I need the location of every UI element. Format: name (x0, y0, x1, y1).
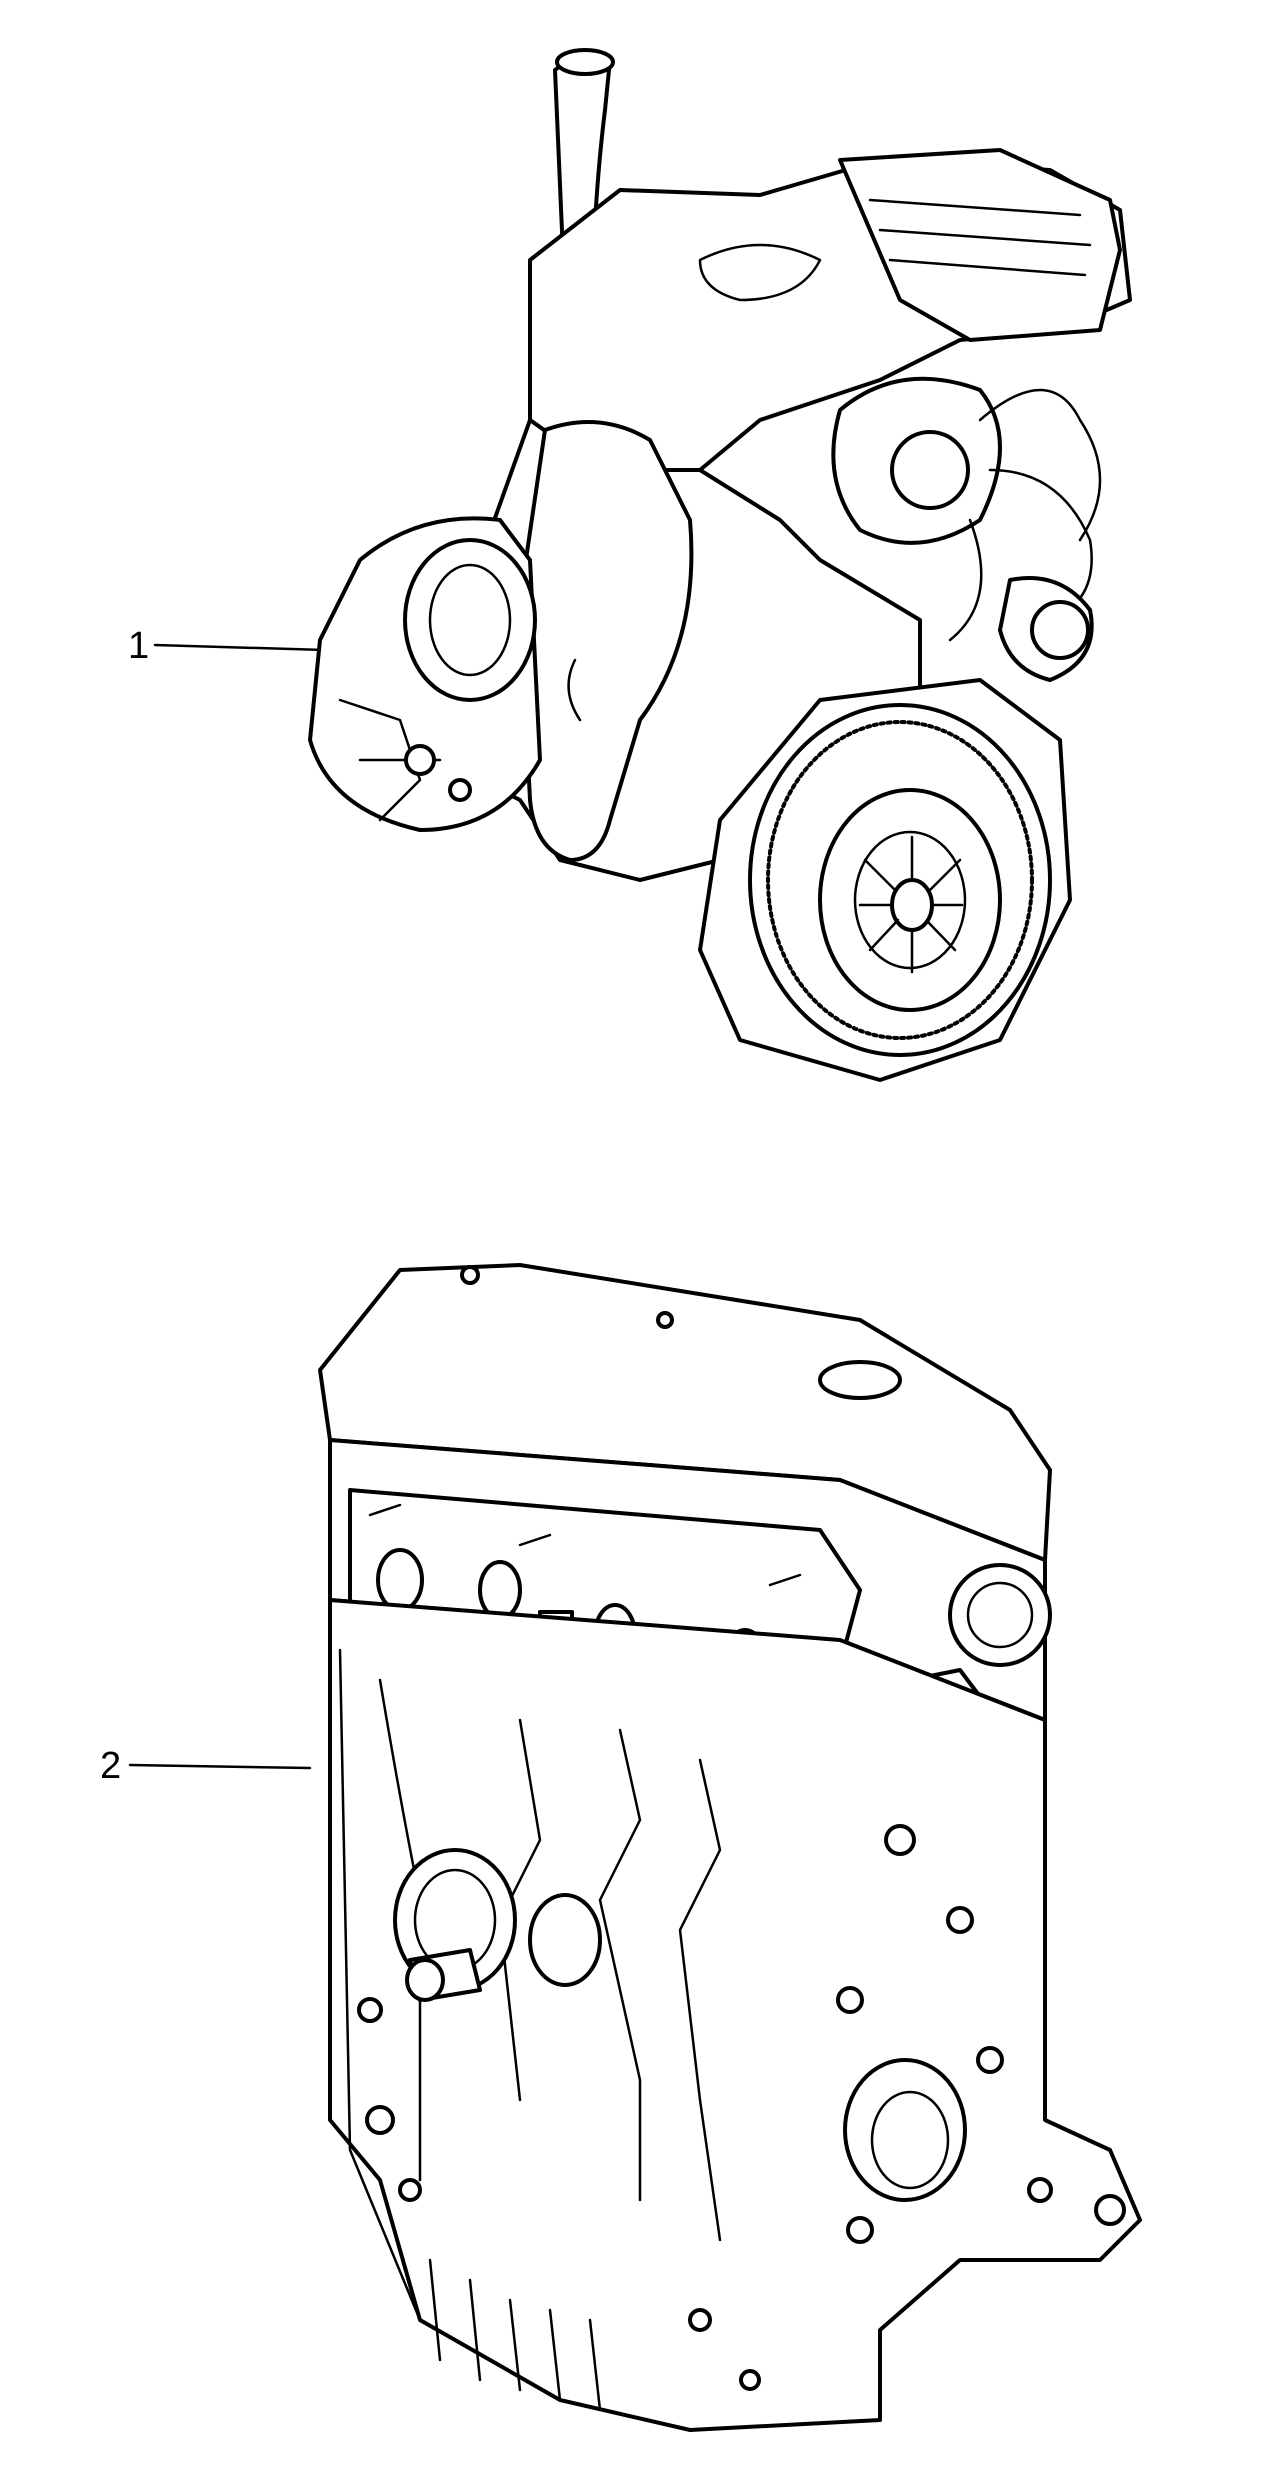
callout-2[interactable]: 2 (100, 1745, 312, 1787)
engine-assembly-illustration (308, 48, 1132, 1082)
alternator (308, 516, 542, 832)
callout-2-leader (128, 1763, 312, 1770)
coolant-flange (948, 1563, 1052, 1667)
oil-pan-ribs (428, 2258, 602, 2412)
callout-1-label: 1 (128, 625, 149, 667)
callout-1-leader (153, 643, 327, 652)
callout-1[interactable]: 1 (128, 625, 327, 667)
callout-2-label: 2 (100, 1745, 121, 1787)
short-block-illustration (318, 1263, 1142, 2432)
flywheel-clutch (698, 678, 1072, 1082)
distributor (831, 376, 1102, 682)
crank-seal (393, 1848, 517, 2002)
intake-plenum (838, 148, 1122, 342)
rear-bore (843, 2058, 967, 2202)
oil-separator (518, 420, 694, 862)
cylinder-block (328, 1598, 1142, 2432)
